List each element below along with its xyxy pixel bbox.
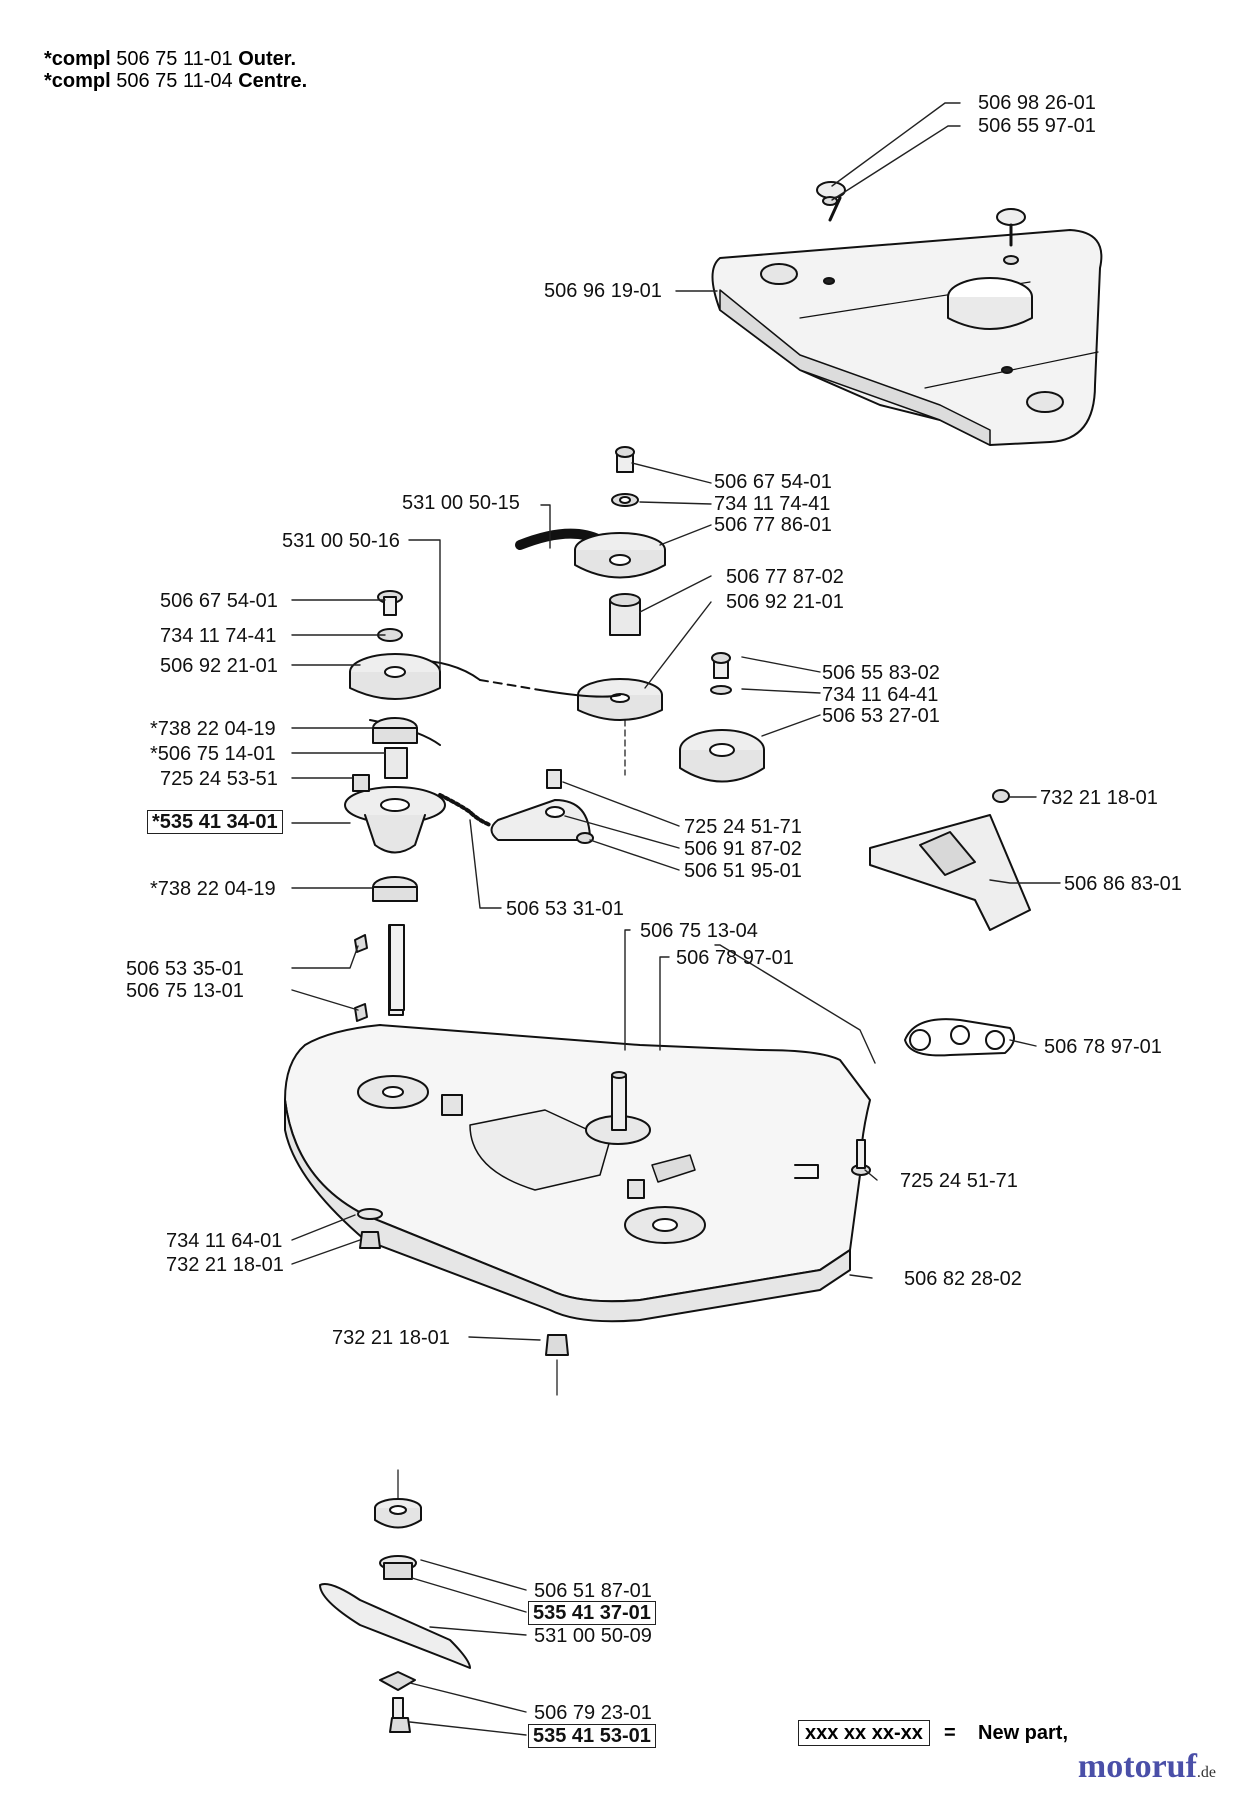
header-suffix-2: Centre. [238,70,308,92]
part-label: 506 67 54-01 [160,590,278,612]
part-label: 506 51 87-01 [534,1580,652,1602]
part-label: 734 11 64-41 [822,684,939,706]
part-label: 725 24 51-71 [684,816,802,838]
part-label-new: 535 41 37-01 [528,1601,656,1625]
housing-nut-bottom [545,1334,569,1396]
part-label: 506 75 13-04 [640,920,758,942]
part-label: 531 00 50-09 [534,1625,652,1647]
part-label: 506 55 97-01 [978,115,1096,137]
part-label: 732 21 18-01 [166,1254,284,1276]
right-idler-pulley [679,652,765,783]
part-label: 506 77 87-02 [726,566,844,588]
header-prefix-1: *compl [44,48,111,70]
part-label: 531 00 50-16 [282,530,400,552]
header-number-2: 506 75 11-04 [116,70,233,92]
part-label: *738 22 04-19 [150,718,276,740]
legend-equals: = [944,1722,956,1744]
logo-main: motoruf [1077,1748,1197,1785]
part-label: 506 77 86-01 [714,514,832,536]
cutter-housing [284,1024,871,1323]
part-label: 506 53 27-01 [822,705,940,727]
header-line-outer: *compl 506 75 11-01 Outer. [44,48,296,70]
logo-suffix: .de [1196,1764,1216,1781]
header-line-centre: *compl 506 75 11-04 Centre. [44,70,307,92]
left-spindle-shaft [354,924,405,1022]
part-label: *506 75 14-01 [150,743,276,765]
part-label: 506 92 21-01 [160,655,278,677]
header-suffix-1: Outer. [238,48,297,70]
part-label: 506 86 83-01 [1064,873,1182,895]
part-label-new: *535 41 34-01 [147,810,283,834]
belt-layout-thumbnail [904,1018,1015,1057]
blade-assembly [319,1469,471,1733]
right-bracket [869,789,1031,931]
part-label: 506 98 26-01 [978,92,1096,114]
part-label: 506 79 23-01 [534,1702,652,1724]
part-label: 506 91 87-02 [684,838,802,860]
part-label: 506 53 31-01 [506,898,624,920]
part-label: 506 78 97-01 [1044,1036,1162,1058]
part-label: 506 75 13-01 [126,980,244,1002]
plate-screw-left [816,181,846,222]
tension-arm [438,769,594,844]
part-label: 506 92 21-01 [726,591,844,613]
part-label: 734 11 74-41 [160,625,277,647]
part-label: 734 11 74-41 [714,493,831,515]
part-label: 506 53 35-01 [126,958,244,980]
part-label: 531 00 50-15 [402,492,520,514]
top-cover-plate [711,229,1103,446]
part-label: 732 21 18-01 [1040,787,1158,809]
part-label: 506 55 83-02 [822,662,940,684]
motoruf-logo: motoruf.de [1078,1748,1216,1786]
plate-screw-right [996,208,1026,265]
legend-new-part-box: xxx xx xx-xx [798,1720,930,1746]
left-pulley-stack [344,590,446,1016]
part-label: 506 78 97-01 [676,947,794,969]
part-label: 506 82 28-02 [904,1268,1022,1290]
part-label: 725 24 53-51 [160,768,278,790]
part-label: 734 11 64-01 [166,1230,283,1252]
leader-lines [291,102,1061,1736]
part-label: 506 67 54-01 [714,471,832,493]
header-number-1: 506 75 11-01 [116,48,233,70]
housing-bolt-right [851,1139,871,1176]
part-label: 732 21 18-01 [332,1327,450,1349]
legend-new-part-text: New part, [978,1722,1069,1744]
part-label-new: 535 41 53-01 [528,1724,656,1748]
header-prefix-2: *compl [44,70,111,92]
part-label: *738 22 04-19 [150,878,276,900]
housing-nut-left [357,1208,383,1249]
part-label: 506 96 19-01 [544,280,662,302]
part-label: 725 24 51-71 [900,1170,1018,1192]
part-label: 506 51 95-01 [684,860,802,882]
